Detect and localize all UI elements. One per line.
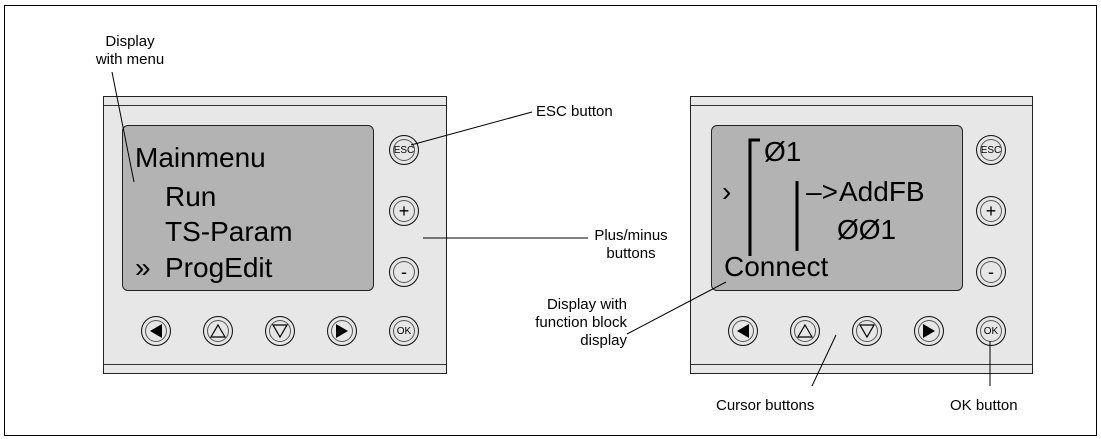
block-bottom-label: Connect (724, 251, 829, 282)
up-arrow-icon (797, 323, 813, 338)
ok-button[interactable]: OK (976, 316, 1006, 346)
callout-plus-minus-line1: Plus/minus (594, 227, 668, 244)
right-device: Ø1 › –> AddFB ØØ1 Connect ESC + - OK (690, 96, 1033, 374)
ok-button-label: OK (396, 325, 412, 337)
cursor-up-button[interactable] (203, 316, 233, 346)
minus-button-label: - (988, 262, 994, 282)
callout-function-block-display: Display with function block display (505, 296, 627, 350)
down-arrow-icon (859, 324, 875, 339)
up-arrow-icon (210, 323, 226, 338)
plus-button[interactable]: + (976, 196, 1006, 226)
device-bottom-edge (104, 364, 446, 365)
callout-ok-button: OK button (950, 397, 1018, 414)
right-arrow-icon (923, 324, 935, 338)
minus-button[interactable]: - (976, 257, 1006, 287)
callout-plus-minus-line2: buttons (606, 245, 656, 262)
block-bracket-lines (748, 138, 799, 256)
cursor-right-button[interactable] (914, 316, 944, 346)
device-bottom-edge (691, 364, 1032, 365)
cursor-left-button[interactable] (728, 316, 758, 346)
left-device: Mainmenu Run TS-Param » ProgEdit ESC + -… (103, 96, 447, 374)
cursor-up-button[interactable] (790, 316, 820, 346)
plus-button-label: + (398, 201, 410, 221)
esc-button[interactable]: ESC (389, 135, 419, 165)
device-top-edge (691, 105, 1032, 106)
cursor-left-button[interactable] (141, 316, 171, 346)
left-arrow-icon (737, 324, 749, 338)
minus-button-label: - (401, 262, 407, 282)
esc-button-label: ESC (980, 144, 1002, 156)
block-name: AddFB (839, 176, 925, 207)
plus-button[interactable]: + (389, 196, 419, 226)
function-block-lcd-display: Ø1 › –> AddFB ØØ1 Connect (711, 125, 963, 291)
menu-item-ts-param: TS-Param (165, 216, 293, 247)
menu-title: Mainmenu (135, 142, 266, 173)
esc-button-label: ESC (393, 144, 415, 156)
cursor-down-button[interactable] (265, 316, 295, 346)
menu-selector-icon: » (135, 252, 151, 283)
right-arrow-icon (336, 324, 348, 338)
callout-esc-button: ESC button (536, 103, 613, 120)
menu-item-progedit: ProgEdit (165, 252, 273, 283)
figure-frame (4, 5, 1097, 436)
down-arrow-icon (272, 324, 288, 339)
callout-cursor-buttons: Cursor buttons (716, 397, 815, 414)
left-arrow-icon (150, 324, 162, 338)
callout-display-with-menu-line1: Display (105, 33, 155, 50)
esc-button[interactable]: ESC (976, 135, 1006, 165)
cursor-down-button[interactable] (852, 316, 882, 346)
callout-fb-display-line1: Display with (546, 296, 627, 313)
minus-button[interactable]: - (389, 257, 419, 287)
plus-button-label: + (985, 201, 997, 221)
callout-plus-minus-buttons: Plus/minus buttons (590, 227, 672, 263)
ok-button-label: OK (983, 325, 999, 337)
callout-fb-display-line2: function block (535, 314, 627, 331)
menu-item-run: Run (165, 181, 217, 212)
callout-fb-display-line3: display (580, 332, 627, 349)
callout-display-with-menu: Display with menu (60, 33, 200, 69)
block-top-label: Ø1 (764, 136, 802, 167)
ok-button[interactable]: OK (389, 316, 419, 346)
menu-lcd-display: Mainmenu Run TS-Param » ProgEdit (122, 125, 374, 291)
device-top-edge (104, 105, 446, 106)
callout-display-with-menu-line2: with menu (95, 51, 165, 68)
cursor-right-button[interactable] (327, 316, 357, 346)
block-number: ØØ1 (837, 214, 897, 245)
block-arrow: –> (806, 176, 838, 207)
input-marker-icon: › (722, 176, 732, 207)
